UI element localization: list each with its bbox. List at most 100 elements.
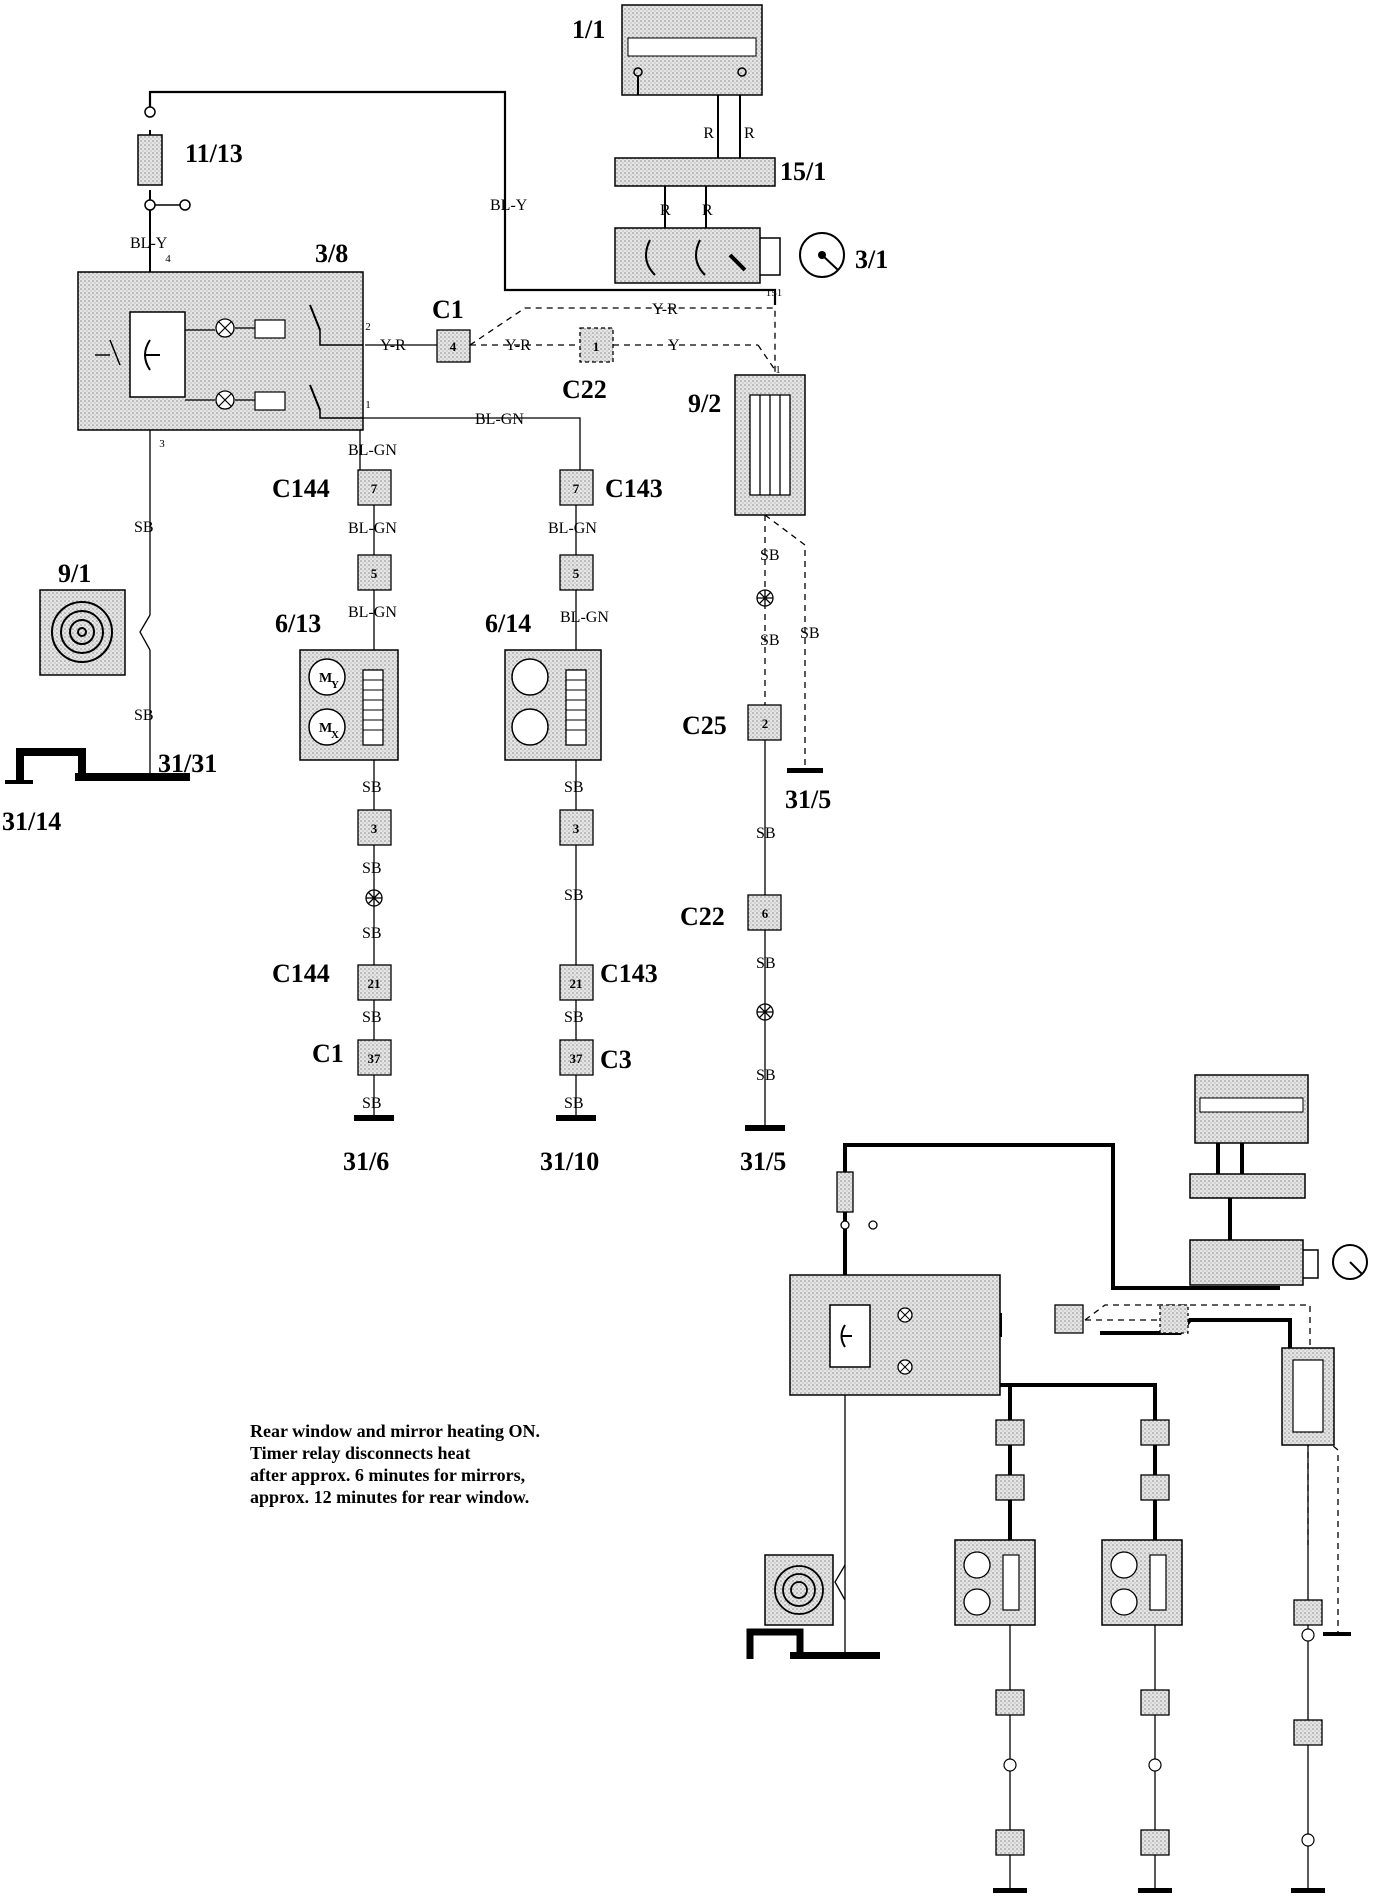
- active-state-diagram: [746, 1074, 1368, 1893]
- label-c143-low: C143: [600, 959, 658, 988]
- pin-c1: 4: [450, 339, 457, 354]
- label-ground-31-5: 31/5: [740, 1147, 786, 1176]
- pin-ign-151: 151: [766, 287, 783, 299]
- note-line-1: Rear window and mirror heating ON.: [250, 1421, 541, 1441]
- pin-c143c: 3: [573, 821, 580, 836]
- wire-y: Y: [668, 337, 680, 354]
- label-ignition-switch: 3/1: [855, 245, 888, 274]
- label-c22-low: C22: [680, 902, 725, 931]
- fuse: [137, 106, 191, 211]
- wire-sb-w1: SB: [760, 547, 780, 564]
- wire-sb-1: SB: [134, 519, 154, 536]
- label-c25: C25: [682, 711, 727, 740]
- ground-symbols: [5, 748, 823, 1131]
- motor-m-left-x: M: [319, 721, 332, 736]
- label-ground-31-5b: 31/5: [785, 785, 831, 814]
- pin-c144d: 21: [368, 976, 381, 991]
- label-c3: C3: [600, 1045, 632, 1074]
- mirror-switch: [39, 589, 126, 676]
- timer-relay: [77, 271, 364, 431]
- label-rear-window: 9/2: [688, 389, 721, 418]
- component-labels: 1/1 11/13 3/8 15/1 3/1 9/2 9/1 6/13 6/14…: [2, 15, 888, 1176]
- wire-yr-b: Y-R: [505, 337, 531, 354]
- wire-yr-a: Y-R: [380, 337, 406, 354]
- ignition-switch: [614, 227, 781, 284]
- motor-m-left-y: M: [319, 671, 332, 686]
- label-mirror-switch: 9/1: [58, 559, 91, 588]
- pin-c22: 1: [593, 339, 600, 354]
- motor-sub-left-x: X: [331, 729, 339, 741]
- motor-sub-left-y: Y: [331, 679, 339, 691]
- wire-sb-w4: SB: [756, 825, 776, 842]
- note-line-3: after approx. 6 minutes for mirrors,: [250, 1465, 526, 1485]
- wire-r2: R: [744, 125, 755, 142]
- label-c144-low: C144: [272, 959, 330, 988]
- wire-bly-b: BL-Y: [490, 197, 528, 214]
- pin-c144c: 3: [371, 821, 378, 836]
- label-fuse-box: 15/1: [780, 157, 826, 186]
- wire-sb-w5: SB: [756, 955, 776, 972]
- pin-c144b: 5: [371, 566, 378, 581]
- pin-c22b: 6: [762, 906, 769, 921]
- note-line-2: Timer relay disconnects heat: [250, 1443, 471, 1463]
- wire-sb-r4: SB: [564, 1095, 584, 1112]
- label-timer-relay: 3/8: [315, 239, 348, 268]
- wire-blgn-5: BL-GN: [560, 609, 609, 626]
- wire-r4: R: [702, 202, 713, 219]
- wire-sb-w3: SB: [800, 625, 820, 642]
- label-battery: 1/1: [572, 15, 605, 44]
- note-line-4: approx. 12 minutes for rear window.: [250, 1487, 530, 1507]
- pin-c1b: 37: [368, 1051, 382, 1066]
- wire-bly-a: BL-Y: [130, 235, 168, 252]
- pin-c25: 2: [762, 716, 769, 731]
- motor-labels: M Y M X: [319, 671, 339, 741]
- pin-rear-1: 1: [775, 364, 781, 376]
- label-fuse: 11/13: [185, 139, 243, 168]
- wire-r1: R: [703, 125, 714, 142]
- pin-c3: 37: [570, 1051, 584, 1066]
- wire-blgn-3: BL-GN: [548, 520, 597, 537]
- wire-blgn-4: BL-GN: [348, 604, 397, 621]
- label-ground-31-6: 31/6: [343, 1147, 389, 1176]
- wire-sb-l4: SB: [362, 1009, 382, 1026]
- wire-labels: BL-Y BL-Y Y-R Y-R Y-R Y R R R R BL-GN BL…: [130, 125, 820, 1112]
- pin-c143d: 21: [570, 976, 583, 991]
- label-left-mirror: 6/13: [275, 609, 321, 638]
- label-ground-31-14: 31/14: [2, 807, 61, 836]
- label-right-mirror: 6/14: [485, 609, 531, 638]
- connector-labels: C1 C22 C144 C143 C25 C22 C144 C143 C1 C3: [272, 295, 727, 1074]
- wire-blgn-1: BL-GN: [348, 442, 397, 459]
- wire-blgn-main: BL-GN: [475, 411, 524, 428]
- key-icon: [799, 232, 845, 278]
- wire-sb-l3: SB: [362, 925, 382, 942]
- wire-sb-r3: SB: [564, 1009, 584, 1026]
- label-c22: C22: [562, 375, 607, 404]
- wire-blgn-2: BL-GN: [348, 520, 397, 537]
- left-mirror: [299, 649, 399, 761]
- wire-yr-c: Y-R: [652, 301, 678, 318]
- pin-relay-4: 4: [165, 253, 171, 265]
- description-note: Rear window and mirror heating ON. Timer…: [250, 1420, 540, 1508]
- wire-r3: R: [660, 202, 671, 219]
- connector-boxes: [357, 327, 782, 1076]
- wire-sb-l2: SB: [362, 860, 382, 877]
- pin-relay-2: 2: [365, 321, 371, 333]
- pin-c144a: 7: [371, 481, 378, 496]
- wire-sb-l5: SB: [362, 1095, 382, 1112]
- rear-window-heater: [734, 374, 806, 516]
- label-ground-31-31: 31/31: [158, 749, 217, 778]
- label-c1: C1: [432, 295, 464, 324]
- wire-sb-r1: SB: [564, 779, 584, 796]
- pin-c143a: 7: [573, 481, 580, 496]
- label-c144: C144: [272, 474, 330, 503]
- wire-sb-r2: SB: [564, 887, 584, 904]
- battery: [621, 4, 763, 96]
- right-mirror: [504, 649, 602, 761]
- wire-sb-w6: SB: [756, 1067, 776, 1084]
- pin-relay-1: 1: [365, 399, 371, 411]
- pin-numbers: 4 1 7 7 5 5 3 3 21 21 37 37 2 6 4 2 1 3 …: [159, 253, 782, 1066]
- splice-symbols: [365, 589, 774, 1021]
- label-c1-low: C1: [312, 1039, 344, 1068]
- label-ground-31-10: 31/10: [540, 1147, 599, 1176]
- fuse-box: [614, 157, 776, 187]
